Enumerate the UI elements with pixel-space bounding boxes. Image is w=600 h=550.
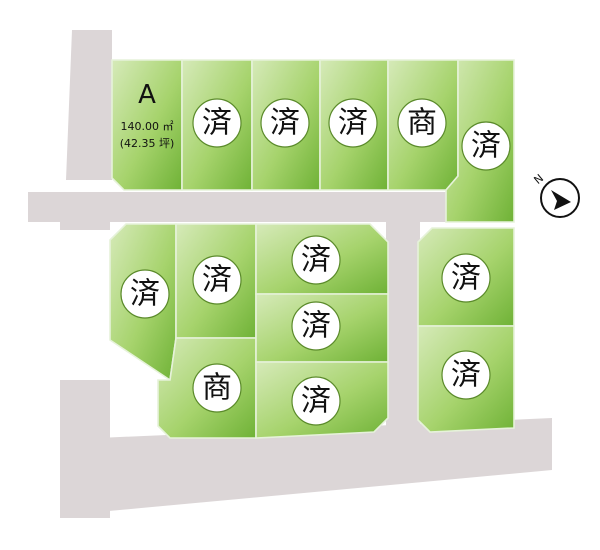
lot-g-badge: 済 <box>120 269 170 319</box>
lot-a[interactable] <box>111 59 183 191</box>
road-upper-horizontal <box>28 192 446 222</box>
road-west-lower <box>60 218 110 230</box>
north-compass-icon: N <box>531 172 580 218</box>
roads <box>28 30 552 518</box>
lot-k-status: 済 <box>301 309 331 344</box>
lot-m-badge: 済 <box>441 253 491 303</box>
lot-b-badge: 済 <box>192 98 242 148</box>
lot-a-name: A <box>138 80 156 110</box>
lot-e-status: 商 <box>407 106 437 141</box>
lot-d-status: 済 <box>338 106 368 141</box>
lot-g-status: 済 <box>130 277 160 312</box>
lot-c-badge: 済 <box>260 98 310 148</box>
lot-i-status: 商 <box>202 371 232 406</box>
lot-a-area: 140.00 ㎡ <box>121 120 174 133</box>
road-west-vertical <box>66 30 112 180</box>
lot-a-area-tsubo: (42.35 坪) <box>120 137 175 150</box>
lot-l-status: 済 <box>301 384 331 419</box>
lot-h-badge: 済 <box>192 255 242 305</box>
lot-n-status: 済 <box>451 358 481 393</box>
lot-l-badge: 済 <box>291 376 341 426</box>
lot-n-badge: 済 <box>441 350 491 400</box>
lot-a-label: A 140.00 ㎡ (42.35 坪) <box>120 80 175 150</box>
lot-c-status: 済 <box>270 106 300 141</box>
lot-e-badge: 商 <box>397 98 447 148</box>
status-badges: 済 済 済 商 済 済 済 商 済 済 済 済 <box>120 98 511 426</box>
road-west-bottom <box>60 380 110 518</box>
lot-d-badge: 済 <box>328 98 378 148</box>
road-bottom-horizontal <box>98 418 552 512</box>
lot-j-badge: 済 <box>291 235 341 285</box>
lot-f-status: 済 <box>471 129 501 164</box>
compass-north-label: N <box>531 172 546 187</box>
lot-k-badge: 済 <box>291 301 341 351</box>
lot-m-status: 済 <box>451 261 481 296</box>
lot-b-status: 済 <box>202 106 232 141</box>
lot-j-status: 済 <box>301 243 331 278</box>
lot-i-badge: 商 <box>192 363 242 413</box>
lot-h-status: 済 <box>202 263 232 298</box>
lot-f-badge: 済 <box>461 121 511 171</box>
road-middle-vertical <box>386 222 420 432</box>
